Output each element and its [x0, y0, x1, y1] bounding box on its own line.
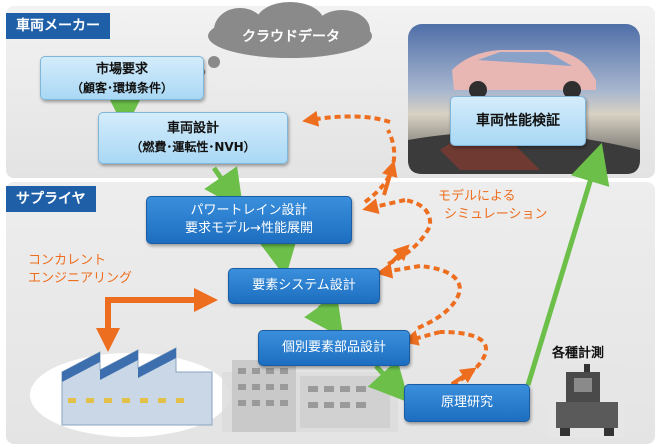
- vehicle-design-sub: （燃費･運転性･NVH）: [130, 140, 256, 154]
- cloud-data-label: クラウドデータ: [242, 29, 340, 45]
- lab-building-photo: [222, 360, 398, 432]
- flow-arrows-green: [105, 90, 610, 403]
- measurement-label: 各種計測: [552, 346, 605, 361]
- factory-illustration: [30, 347, 230, 437]
- powertrain-design-box: パワートレイン設計 要求モデル→性能展開: [146, 196, 352, 244]
- vehicle-maker-label: 車両メーカー: [6, 13, 110, 39]
- market-requirements-box: 市場要求 （顧客･環境条件）: [40, 56, 204, 100]
- measurement-equipment-photo: [548, 362, 624, 438]
- simulation-arrows: [302, 110, 489, 387]
- vehicle-design-title: 車両設計: [166, 121, 219, 136]
- supplier-label: サプライヤ: [6, 186, 96, 212]
- concurrent-engineering-label: コンカレント エンジニアリング: [28, 253, 133, 286]
- component-design-box: 個別要素部品設計: [258, 330, 410, 366]
- powertrain-design-title: パワートレイン設計: [190, 203, 308, 218]
- vehicle-design-box: 車両設計 （燃費･運転性･NVH）: [98, 112, 288, 164]
- concurrent-engineering-arrows: [96, 288, 218, 352]
- cloud-icon: [198, 2, 372, 76]
- element-system-design-box: 要素システム設計: [228, 268, 380, 304]
- vehicle-verification-box: 車両性能検証: [450, 96, 586, 146]
- model-simulation-label: モデルによる シミュレーション: [438, 189, 548, 222]
- powertrain-design-sub: 要求モデル→性能展開: [185, 221, 313, 236]
- principle-research-box: 原理研究: [404, 384, 530, 422]
- market-requirements-sub: （顧客･環境条件）: [70, 81, 173, 95]
- market-requirements-title: 市場要求: [95, 62, 148, 77]
